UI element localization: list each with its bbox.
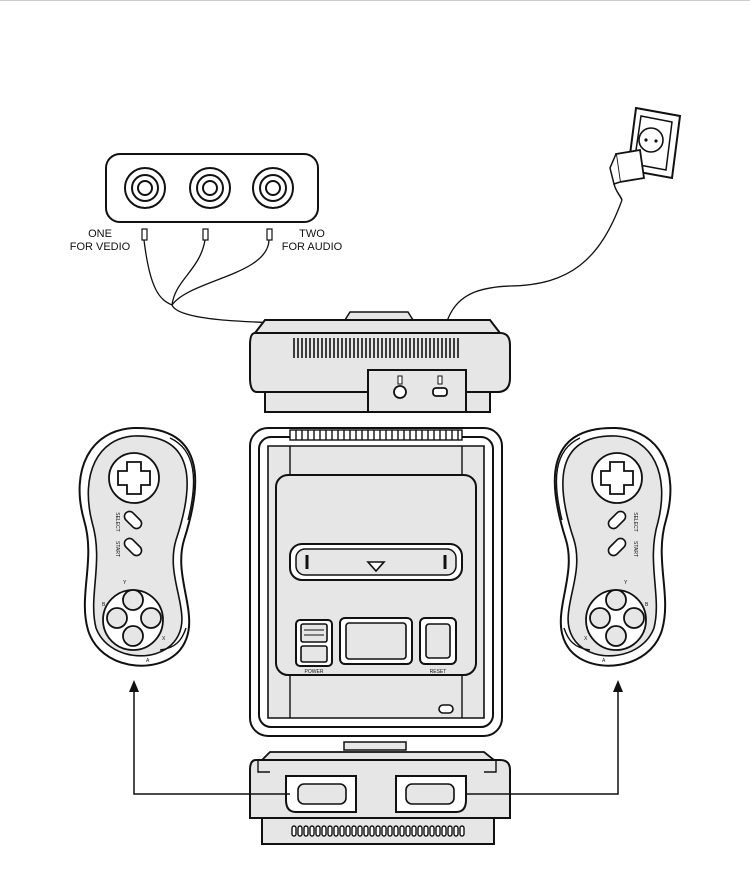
eject-arrow-icon — [366, 561, 386, 573]
av-plugs — [141, 228, 273, 241]
button-a[interactable] — [140, 607, 162, 629]
audio-plug-left-icon — [202, 228, 209, 241]
y-label: Y — [624, 580, 628, 586]
power-port-icon — [432, 387, 448, 397]
button-x[interactable] — [122, 589, 144, 611]
console-top-view: POWER RESET — [249, 427, 503, 737]
console-rear-view — [249, 311, 511, 413]
start-label: START — [632, 541, 638, 557]
left-connection-line — [133, 690, 290, 795]
start-button[interactable] — [606, 536, 627, 557]
button-b[interactable] — [122, 625, 144, 647]
audio-plug-right-icon — [266, 228, 273, 241]
controller-left: SELECT START Y B X A — [78, 426, 197, 667]
rear-port-panel — [367, 369, 467, 413]
x-label: X — [584, 636, 588, 642]
left-arrow-head-icon — [129, 680, 139, 692]
av-out-port-icon — [393, 385, 407, 399]
front-vents — [291, 825, 465, 837]
select-label: SELECT — [632, 512, 638, 531]
a-label: A — [146, 658, 150, 664]
top-vents — [295, 430, 459, 440]
power-led-icon — [438, 704, 454, 714]
tv-av-input-panel — [105, 153, 319, 223]
right-arrow-head-icon — [613, 680, 623, 692]
audio-label-line1: TWO — [299, 228, 325, 240]
b-label: B — [645, 602, 649, 608]
button-a[interactable] — [605, 625, 627, 647]
power-label: POWER — [305, 669, 324, 675]
button-y[interactable] — [106, 607, 128, 629]
button-y[interactable] — [623, 607, 645, 629]
start-label: START — [114, 541, 120, 557]
power-plug-icon — [609, 148, 646, 201]
audio-label-line2: FOR AUDIO — [282, 241, 343, 253]
video-label-line1: ONE — [88, 228, 112, 240]
video-label-line2: FOR VEDIO — [70, 241, 131, 253]
console-front-view — [249, 741, 511, 845]
y-label: Y — [123, 580, 127, 586]
rear-vents — [293, 338, 459, 358]
start-button[interactable] — [122, 536, 143, 557]
button-b[interactable] — [589, 607, 611, 629]
av-jack-video — [124, 167, 166, 209]
dpad-icon[interactable] — [117, 461, 151, 495]
right-connection-line — [466, 690, 619, 795]
select-button[interactable] — [606, 509, 627, 530]
select-label: SELECT — [114, 512, 120, 531]
power-switch[interactable] — [295, 619, 333, 667]
controller-port-2 — [395, 775, 467, 813]
a-label: A — [602, 658, 606, 664]
button-x[interactable] — [605, 589, 627, 611]
video-plug-icon — [141, 228, 148, 241]
b-label: B — [102, 602, 106, 608]
controller-connection-arrows — [133, 690, 619, 795]
controller-right: SELECT START Y B X A — [553, 426, 672, 667]
av-jack-audio-right — [252, 167, 294, 209]
reset-button[interactable] — [419, 617, 457, 665]
av-jack-audio-left — [189, 167, 231, 209]
dpad-icon[interactable] — [600, 461, 634, 495]
reset-label: RESET — [430, 669, 447, 675]
controller-port-1 — [285, 775, 357, 813]
select-button[interactable] — [122, 509, 143, 530]
x-label: X — [162, 636, 166, 642]
